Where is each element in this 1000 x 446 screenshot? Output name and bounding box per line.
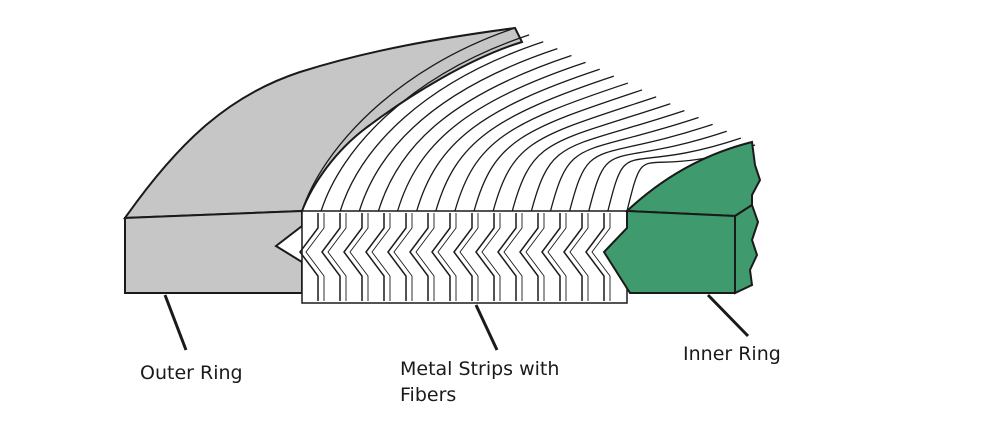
metal-strips-label-line2: Fibers [400, 384, 457, 406]
strip-curve [454, 82, 629, 212]
metal-strips-leader [474, 304, 499, 351]
inner-ring-leader [706, 293, 750, 338]
inner-ring-label: Inner Ring [683, 343, 781, 365]
strip-chevron [541, 213, 561, 301]
strip-curve [435, 75, 615, 212]
strip-curve [320, 34, 530, 212]
strip-curve [607, 137, 742, 212]
strip-chevron [387, 213, 407, 301]
strip-chevron [393, 213, 413, 301]
strip-chevron [365, 213, 385, 301]
strip-chevron [327, 213, 347, 301]
metal-strips-label: Metal Strips with Fibers [400, 356, 559, 408]
strip-curve [396, 61, 586, 212]
strip-curve [511, 103, 671, 212]
outer-ring-label: Outer Ring [140, 362, 243, 384]
outer-ring-top [123, 26, 524, 220]
strip-chevron [547, 213, 567, 301]
strip-chevron [431, 213, 451, 301]
strip-curve [358, 48, 558, 212]
metal-strips-top [301, 27, 756, 212]
inner-ring-side [734, 203, 760, 295]
strip-chevron [525, 213, 545, 301]
strip-curve [473, 89, 643, 212]
outer-ring-face [124, 209, 303, 294]
strip-chevron [585, 213, 605, 301]
strip-chevron [415, 213, 435, 301]
strip-curve [569, 123, 713, 212]
outer-ring-leader [163, 294, 188, 351]
strip-chevron [481, 213, 501, 301]
strip-chevron [371, 213, 391, 301]
metal-strips-label-line1: Metal Strips with [400, 358, 560, 380]
strip-chevron [519, 213, 539, 301]
inner-ring-top [624, 140, 762, 218]
strip-chevron [503, 213, 523, 301]
strip-chevron [475, 213, 495, 301]
strip-chevron [563, 213, 583, 301]
strip-curve [530, 109, 685, 212]
strip-chevron [497, 213, 517, 301]
strip-chevron [453, 213, 473, 301]
strip-chevron [591, 213, 611, 301]
strip-curve [416, 68, 600, 212]
strip-chevron [321, 213, 341, 301]
strip-chevron [343, 213, 363, 301]
strip-curve [549, 116, 699, 212]
strip-chevron [349, 213, 369, 301]
strip-curve [492, 96, 657, 212]
strip-chevron [305, 213, 325, 301]
strip-chevron [459, 213, 479, 301]
strip-curve [377, 54, 572, 212]
strip-chevron [299, 213, 319, 301]
strip-chevron [437, 213, 457, 301]
strip-chevron [409, 213, 429, 301]
strip-curve [339, 41, 544, 212]
metal-strips-face [299, 210, 628, 304]
strip-chevron [569, 213, 589, 301]
strip-curve [301, 27, 516, 212]
strip-curve [588, 130, 727, 212]
